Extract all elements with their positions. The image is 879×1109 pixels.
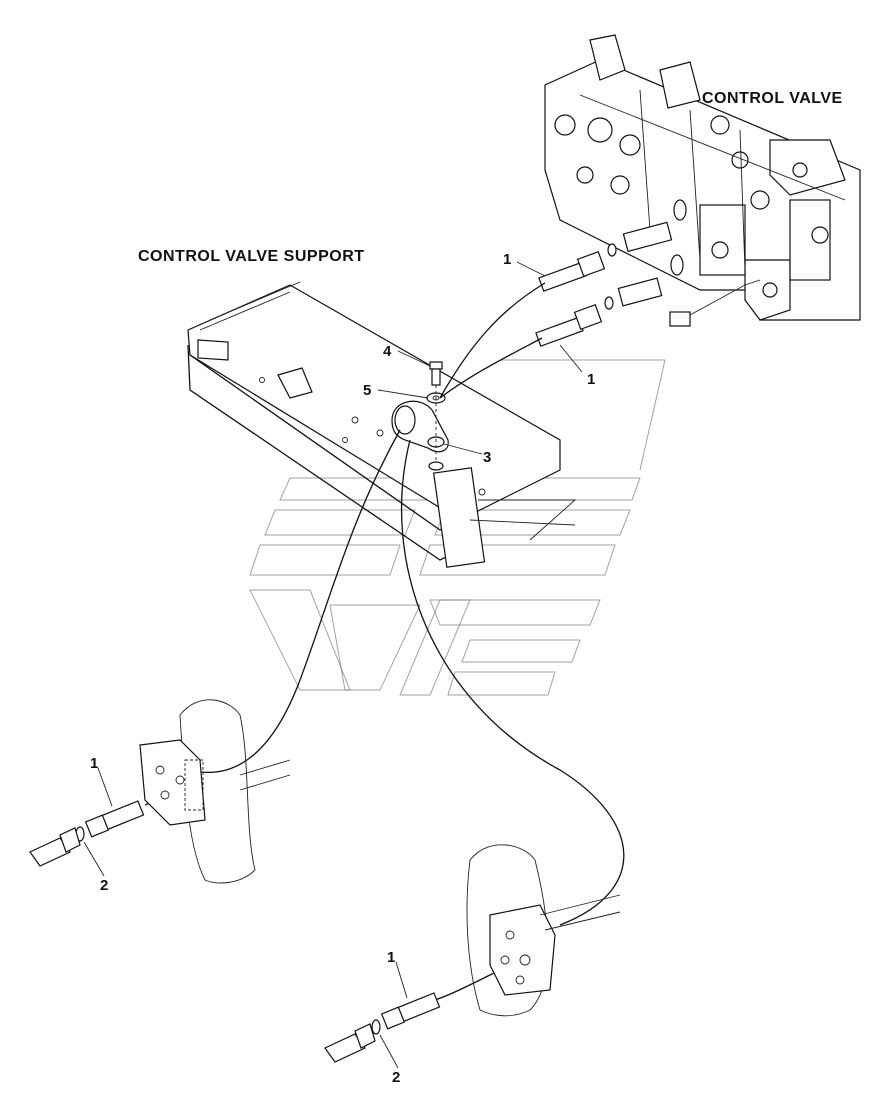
callout-1-left: 1 xyxy=(90,755,98,772)
callout-1-upper-a: 1 xyxy=(503,251,511,268)
valve-sensors xyxy=(604,199,687,310)
left-mount-bracket xyxy=(139,699,291,884)
callout-2-left: 2 xyxy=(100,877,108,894)
bolt-item-4 xyxy=(429,361,443,386)
control-valve-support-label: CONTROL VALVE SUPPORT xyxy=(138,248,365,265)
control-valve-support-frame xyxy=(187,281,577,568)
callout-1-upper-b: 1 xyxy=(587,371,595,388)
callout-4: 4 xyxy=(383,343,392,360)
harness-wires xyxy=(144,282,625,1001)
upper-connector-1b xyxy=(535,304,603,347)
control-valve-block xyxy=(544,34,861,327)
control-valve-label: CONTROL VALVE xyxy=(702,90,843,107)
callout-5: 5 xyxy=(363,382,371,399)
leader-lines xyxy=(83,261,583,1069)
left-fitting-2 xyxy=(29,827,81,867)
right-mount-bracket xyxy=(466,844,621,1017)
right-connector-1 xyxy=(371,992,441,1035)
upper-connector-1a xyxy=(538,251,606,292)
callout-2-right: 2 xyxy=(392,1069,400,1086)
clamp-item-3 xyxy=(391,385,449,471)
right-fitting-2 xyxy=(324,1023,376,1063)
watermark-logo xyxy=(249,359,666,696)
callout-3: 3 xyxy=(483,449,491,466)
callout-1-right: 1 xyxy=(387,949,395,966)
left-connector-1 xyxy=(75,800,145,842)
